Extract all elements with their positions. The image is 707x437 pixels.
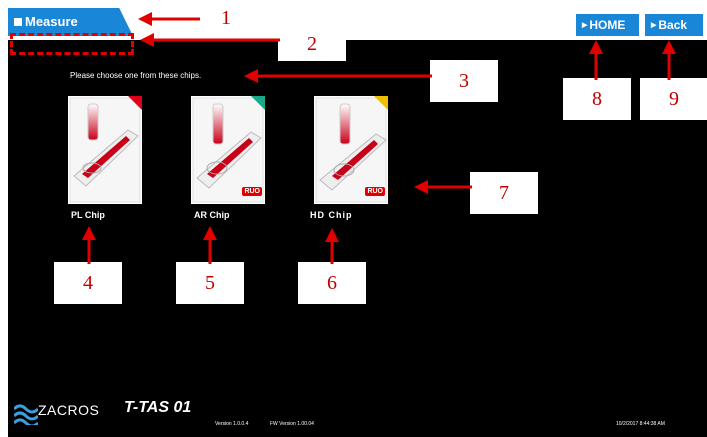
product-logo-text: T-TAS 01 [124,399,192,416]
callout-8: 8 [563,78,631,120]
callout-7: 7 [470,172,538,214]
measure-tab: Measure [8,8,133,36]
callout-5: 5 [176,262,244,304]
device-screen [8,0,707,437]
callout-4: 4 [54,262,122,304]
chip-corner-marker [251,96,265,110]
chip-button-hd[interactable]: RUO [314,96,388,204]
callout-1: 1 [221,6,231,29]
back-button[interactable]: ▶ Back [645,14,703,36]
chip-label-pl: PL Chip [71,210,105,220]
datetime-text: 10/2/2017 8:44:38 AM [616,421,665,427]
brand-logo-text: ZACROS [38,402,100,418]
arrow-right-icon: ▶ [582,22,588,29]
instruction-text: Please choose one from these chips. [70,71,202,80]
fw-version-text: FW Version 1.00.04 [270,421,314,427]
ruo-badge: RUO [242,187,262,196]
tab-marker-icon [14,18,22,26]
chip-label-ar: AR Chip [194,210,230,220]
chip-label-hd: HD Chip [310,210,353,220]
callout-6: 6 [298,262,366,304]
version-text: Version 1.0.0.4 [215,421,249,427]
arrow-right-icon: ▶ [651,22,657,29]
chip-illustration-icon [192,97,264,203]
back-button-label: Back [658,18,688,32]
callout-2: 2 [278,27,346,61]
chip-button-ar[interactable]: RUO [191,96,265,204]
callout-3: 3 [430,60,498,102]
chip-corner-marker [128,96,142,110]
chip-corner-marker [374,96,388,110]
chip-button-pl[interactable] [68,96,142,204]
page-title: Measure [25,14,78,29]
zacros-logo-icon [14,404,38,425]
home-button[interactable]: ▶ HOME [576,14,639,36]
ruo-badge: RUO [365,187,385,196]
chip-illustration-icon [69,97,141,203]
chip-illustration-icon [315,97,387,203]
callout-9: 9 [640,78,707,120]
home-button-label: HOME [589,18,626,32]
highlight-dashed-box [10,33,134,55]
